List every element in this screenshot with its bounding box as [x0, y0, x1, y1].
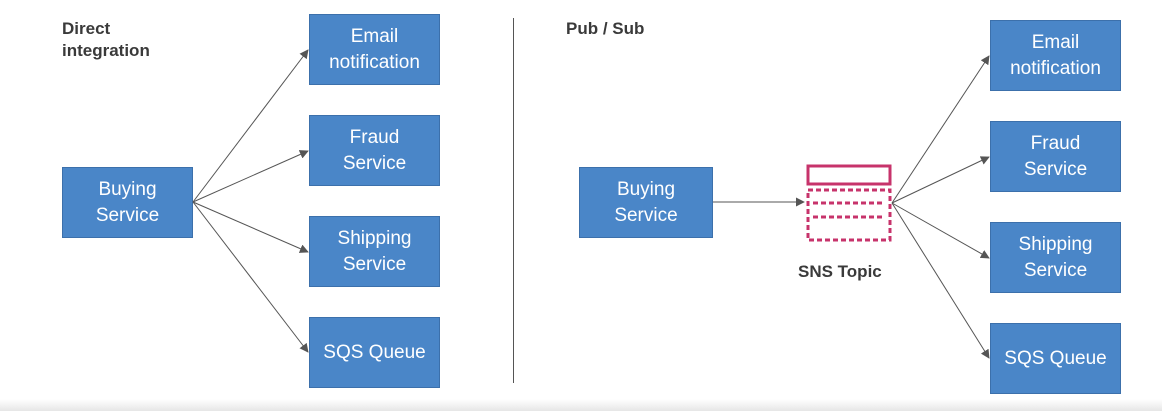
right-arrow-sqs: [891, 202, 990, 359]
left-arrow-fraud: [192, 150, 309, 203]
right-email-notification: Email notification: [990, 20, 1121, 91]
left-sqs-queue: SQS Queue: [309, 317, 440, 388]
left-arrow-sqs: [192, 201, 309, 353]
right-shipping-service: Shipping Service: [990, 222, 1121, 293]
bottom-band: [0, 399, 1162, 411]
right-buying-service: Buying Service: [579, 167, 713, 238]
left-buying-service: Buying Service: [62, 167, 193, 238]
left-panel-heading: Direct integration: [62, 19, 150, 60]
left-fraud-service: Fraud Service: [309, 115, 440, 186]
right-arrow-shipping: [891, 202, 990, 259]
right-fraud-service: Fraud Service: [990, 121, 1121, 192]
panel-divider: [513, 18, 514, 383]
sns-topic-icon: [806, 164, 892, 242]
right-arrow-email: [891, 55, 990, 204]
sns-topic-label: SNS Topic: [798, 262, 882, 281]
right-sqs-queue: SQS Queue: [990, 323, 1121, 394]
left-email-notification: Email notification: [309, 14, 440, 85]
right-arrow-fraud: [891, 156, 990, 204]
left-arrow-shipping: [192, 201, 309, 253]
right-panel-heading: Pub / Sub: [566, 19, 645, 38]
left-shipping-service: Shipping Service: [309, 216, 440, 287]
left-arrow-email: [192, 49, 309, 203]
